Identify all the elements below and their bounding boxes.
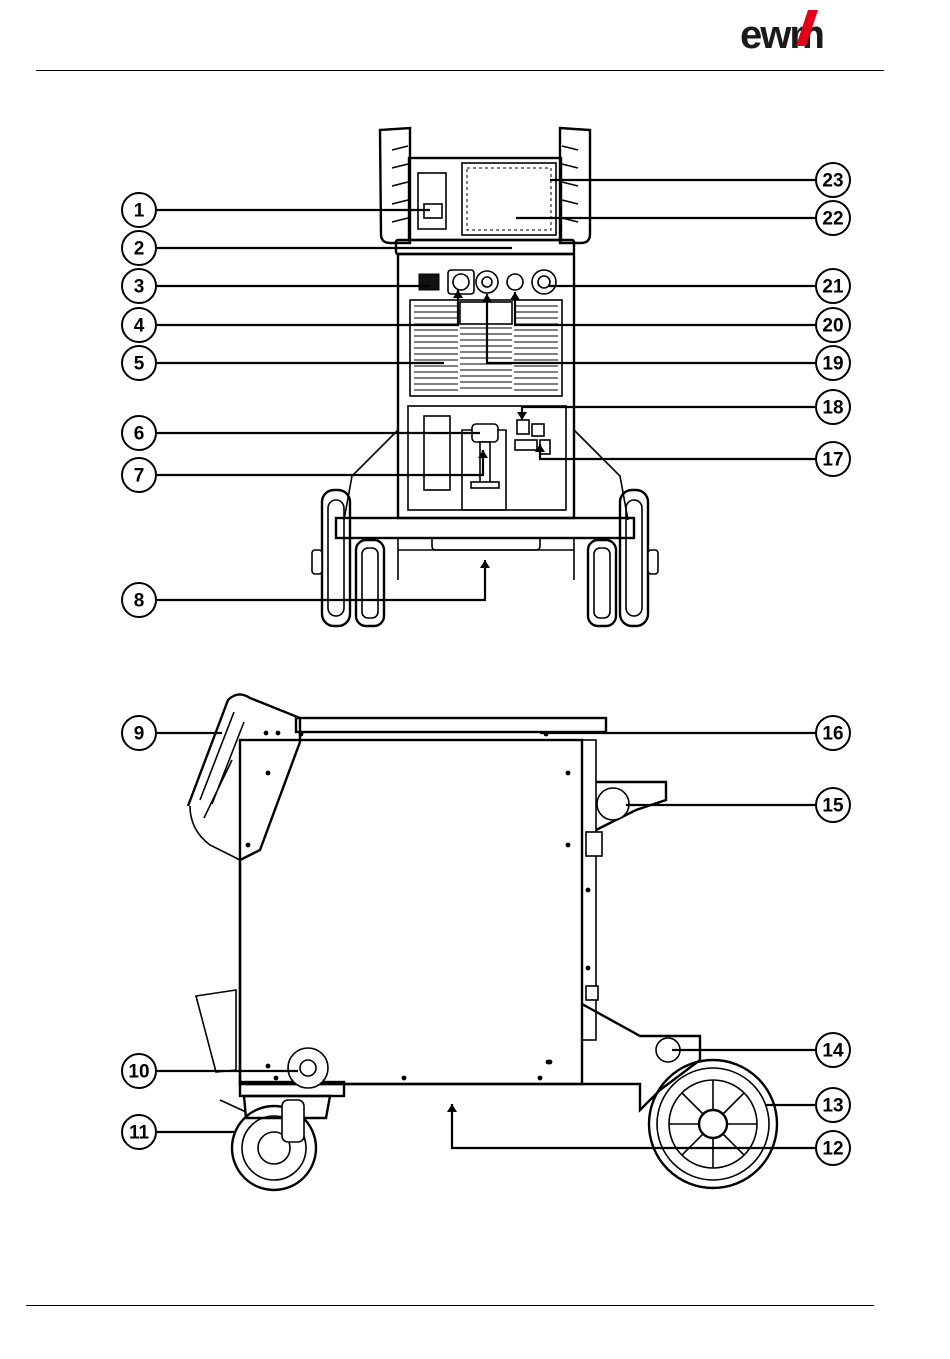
front-callout-4: 4 (122, 290, 463, 342)
front-callout-19: 19 (482, 294, 850, 380)
callout-number: 17 (822, 450, 843, 471)
callout-number: 13 (822, 1096, 843, 1117)
callout-number: 3 (134, 277, 145, 298)
front-callout-1: 1 (122, 193, 430, 227)
callout-number: 5 (134, 354, 145, 375)
callout-leader-line (157, 450, 483, 475)
callout-leader-line (487, 294, 815, 363)
callout-number: 15 (822, 796, 844, 817)
callout-leader-line (540, 444, 815, 459)
side-callout-13: 13 (766, 1088, 850, 1122)
callout-arrowhead (447, 1104, 457, 1112)
side-callout-11: 11 (122, 1115, 236, 1149)
callout-number: 4 (134, 316, 145, 337)
side-main-body (240, 740, 582, 1084)
callout-arrowhead (482, 294, 492, 302)
callout-number: 14 (822, 1041, 844, 1062)
callout-number: 22 (822, 209, 843, 230)
callout-number: 6 (134, 424, 145, 445)
callout-leader-line (157, 290, 458, 325)
side-callout-9: 9 (122, 716, 222, 750)
front-right-wheels (588, 490, 658, 626)
front-callout-17: 17 (535, 442, 850, 476)
callout-number: 9 (134, 724, 145, 745)
callout-number: 23 (822, 171, 843, 192)
callout-number: 8 (134, 591, 145, 612)
side-large-wheel (649, 1060, 777, 1188)
front-callout-7: 7 (122, 450, 488, 492)
front-view-drawing (312, 128, 658, 626)
front-display-window (462, 163, 556, 235)
callout-number: 11 (129, 1123, 150, 1144)
front-callout-22: 22 (516, 201, 850, 235)
side-view-drawing (188, 694, 777, 1190)
front-chassis-bar (336, 518, 634, 538)
callout-arrowhead (517, 412, 527, 420)
front-callout-3: 3 (122, 269, 430, 303)
front-top-unit (409, 158, 561, 240)
side-callout-15: 15 (626, 788, 850, 822)
callout-number: 16 (822, 724, 843, 745)
callout-arrowhead (480, 560, 490, 568)
side-handle (188, 694, 300, 1086)
front-right-handle (560, 128, 590, 243)
front-callout-5: 5 (122, 346, 444, 380)
callout-leader-line (452, 1104, 815, 1148)
side-top-plate (296, 718, 606, 732)
front-switch (419, 274, 439, 290)
front-callout-8: 8 (122, 560, 490, 617)
front-left-handle (380, 128, 410, 243)
callout-number: 7 (134, 466, 145, 487)
side-callout-12: 12 (447, 1104, 850, 1165)
front-callout-21: 21 (548, 269, 850, 303)
callout-arrowhead (510, 292, 520, 300)
callout-number: 12 (822, 1139, 843, 1160)
callout-number: 18 (822, 398, 843, 419)
callout-number: 19 (822, 354, 843, 375)
front-callout-2: 2 (122, 231, 512, 265)
front-callout-6: 6 (122, 416, 480, 450)
front-left-panel (418, 173, 446, 229)
callout-number: 10 (128, 1062, 149, 1083)
ewm-logo: ewm (740, 10, 823, 57)
side-crane-ring (288, 1048, 328, 1088)
side-callout-16: 16 (540, 716, 850, 750)
front-callout-23: 23 (550, 163, 850, 197)
callout-number: 20 (822, 316, 843, 337)
front-callout-18: 18 (517, 390, 850, 424)
callout-number: 2 (134, 239, 145, 260)
front-left-wheels (312, 490, 384, 626)
callout-number: 1 (134, 201, 145, 222)
callout-leader-line (515, 292, 815, 325)
callout-number: 21 (822, 277, 844, 298)
side-caster-wheel (220, 1096, 330, 1190)
